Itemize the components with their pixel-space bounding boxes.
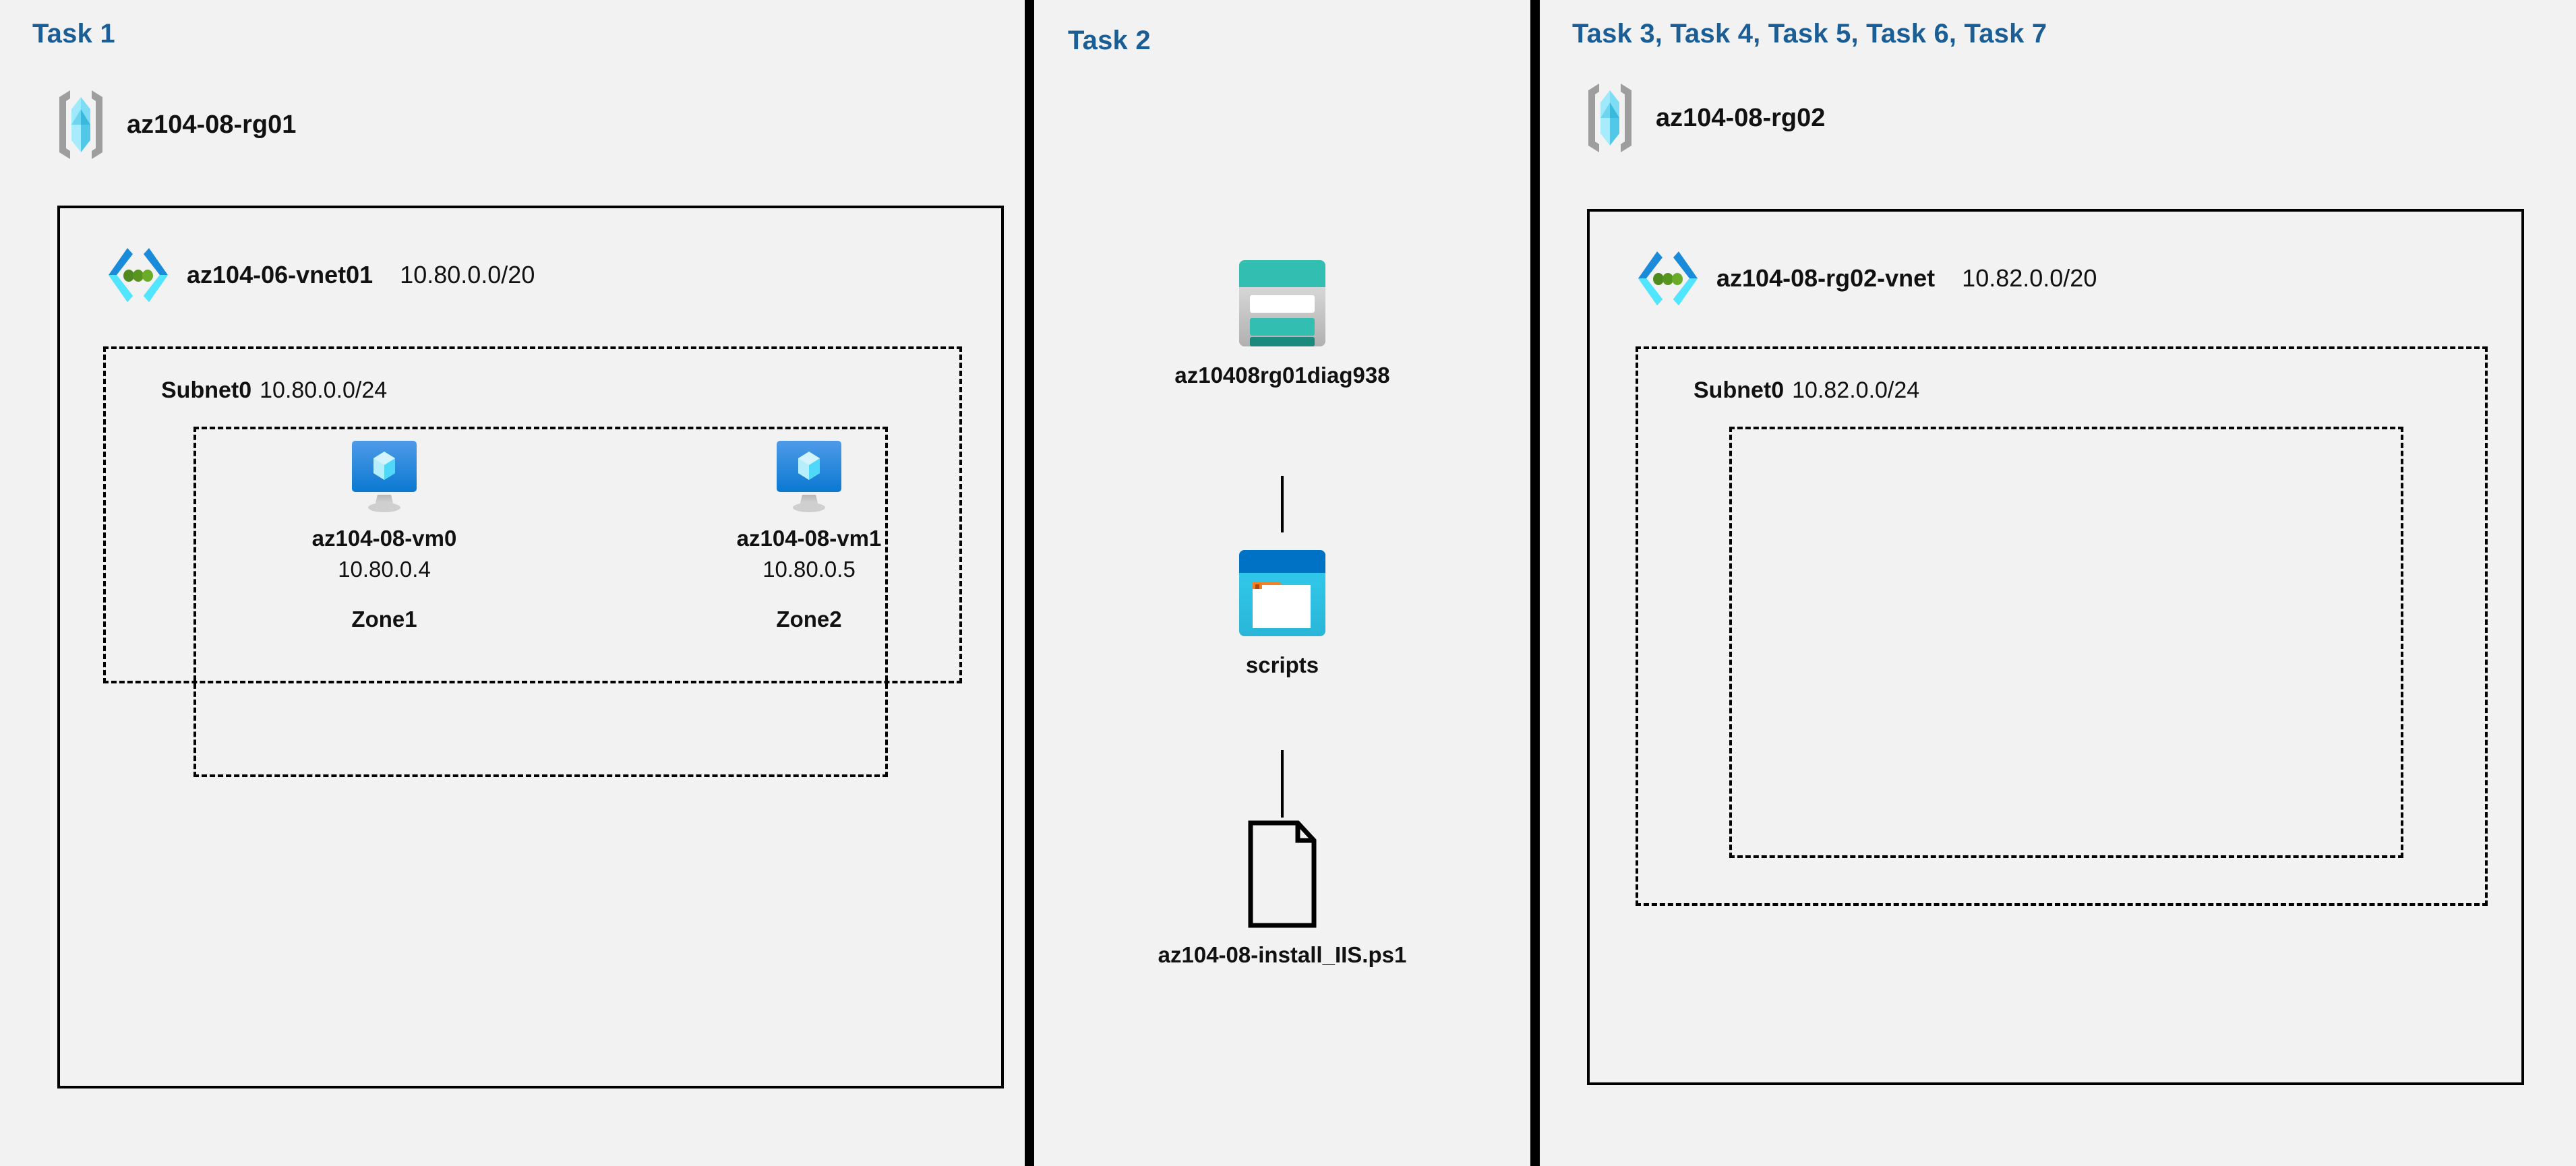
subnet-label: Subnet0 10.80.0.0/24 xyxy=(161,377,387,404)
node-ip-address: 10.80.0.4 xyxy=(338,557,431,582)
subnet-container-subnet0-task1: Subnet0 10.80.0.0/24 xyxy=(103,346,962,777)
node-script-file[interactable]: az104-08-install_IIS.ps1 xyxy=(1141,819,1424,968)
blob-container-icon xyxy=(1232,546,1332,640)
panel-task-1: Task 1 az104-08-rg01 xyxy=(0,0,1029,1166)
node-label: az104-08-install_IIS.ps1 xyxy=(1158,942,1407,967)
resource-group-name-rg01: az104-08-rg01 xyxy=(127,110,297,139)
vnet-container-az104-06-vnet01: az104-06-vnet01 10.80.0.0/20 Subnet0 10.8… xyxy=(57,206,1004,1088)
virtual-network-icon xyxy=(107,245,169,305)
virtual-machine-icon xyxy=(348,438,421,514)
connector-storage-to-scripts xyxy=(1281,476,1284,532)
node-label: scripts xyxy=(1245,652,1319,677)
subnet-container-subnet0-task3: Subnet0 10.82.0.0/24 xyxy=(1636,346,2488,906)
resource-group-header-rg01: az104-08-rg01 xyxy=(53,88,296,162)
resource-group-header-rg02: az104-08-rg02 xyxy=(1582,81,1825,155)
resource-group-name-rg02: az104-08-rg02 xyxy=(1656,103,1826,132)
connector-scripts-to-script-file xyxy=(1281,750,1284,818)
node-label: az104-08-vm0 xyxy=(311,526,457,551)
node-zone-label: Zone1 xyxy=(351,607,417,632)
subnet-cidr: 10.82.0.0/24 xyxy=(1792,377,1920,403)
node-vm0[interactable]: az104-08-vm0 10.80.0.4 Zone1 xyxy=(243,438,526,632)
task-1-title: Task 1 xyxy=(32,19,115,49)
vnet-header: az104-08-rg02-vnet 10.82.0.0/20 xyxy=(1637,249,2097,308)
file-document-icon xyxy=(1238,819,1326,930)
vmss-resource-group-box xyxy=(1729,427,2403,858)
storage-account-icon xyxy=(1232,256,1332,350)
vnet-name: az104-08-rg02-vnet xyxy=(1716,264,1936,292)
virtual-machine-icon xyxy=(773,438,845,514)
node-storage-account[interactable]: az10408rg01diag938 xyxy=(1141,256,1424,388)
availability-zone-group-box xyxy=(193,427,888,777)
node-vm1[interactable]: az104-08-vm1 10.80.0.5 Zone2 xyxy=(667,438,951,632)
vnet-container-az104-08-rg02-vnet: az104-08-rg02-vnet 10.82.0.0/20 Subnet0 1… xyxy=(1587,209,2524,1085)
vnet-name: az104-06-vnet01 xyxy=(187,261,373,288)
resource-group-icon xyxy=(1582,81,1638,155)
task-3-to-7-title: Task 3, Task 4, Task 5, Task 6, Task 7 xyxy=(1572,19,2047,49)
subnet-name: Subnet0 xyxy=(1694,377,1785,403)
subnet-cidr: 10.80.0.0/24 xyxy=(260,377,388,403)
node-label: az104-08-vm1 xyxy=(736,526,882,551)
subnet-label: Subnet0 10.82.0.0/24 xyxy=(1694,377,1919,404)
node-ip-address: 10.80.0.5 xyxy=(762,557,856,582)
vnet-cidr: 10.82.0.0/20 xyxy=(1962,264,2097,292)
vnet-cidr: 10.80.0.0/20 xyxy=(400,261,535,288)
resource-group-icon xyxy=(53,88,109,162)
task-2-title: Task 2 xyxy=(1068,26,1151,55)
panel-task-3-to-7: Task 3, Task 4, Task 5, Task 6, Task 7 a… xyxy=(1535,0,2576,1166)
subnet-name: Subnet0 xyxy=(161,377,252,403)
node-blob-container[interactable]: scripts xyxy=(1141,546,1424,678)
node-label: az10408rg01diag938 xyxy=(1174,363,1390,388)
virtual-network-icon xyxy=(1637,249,1699,308)
node-zone-label: Zone2 xyxy=(776,607,842,632)
vnet-header: az104-06-vnet01 10.80.0.0/20 xyxy=(107,245,535,305)
